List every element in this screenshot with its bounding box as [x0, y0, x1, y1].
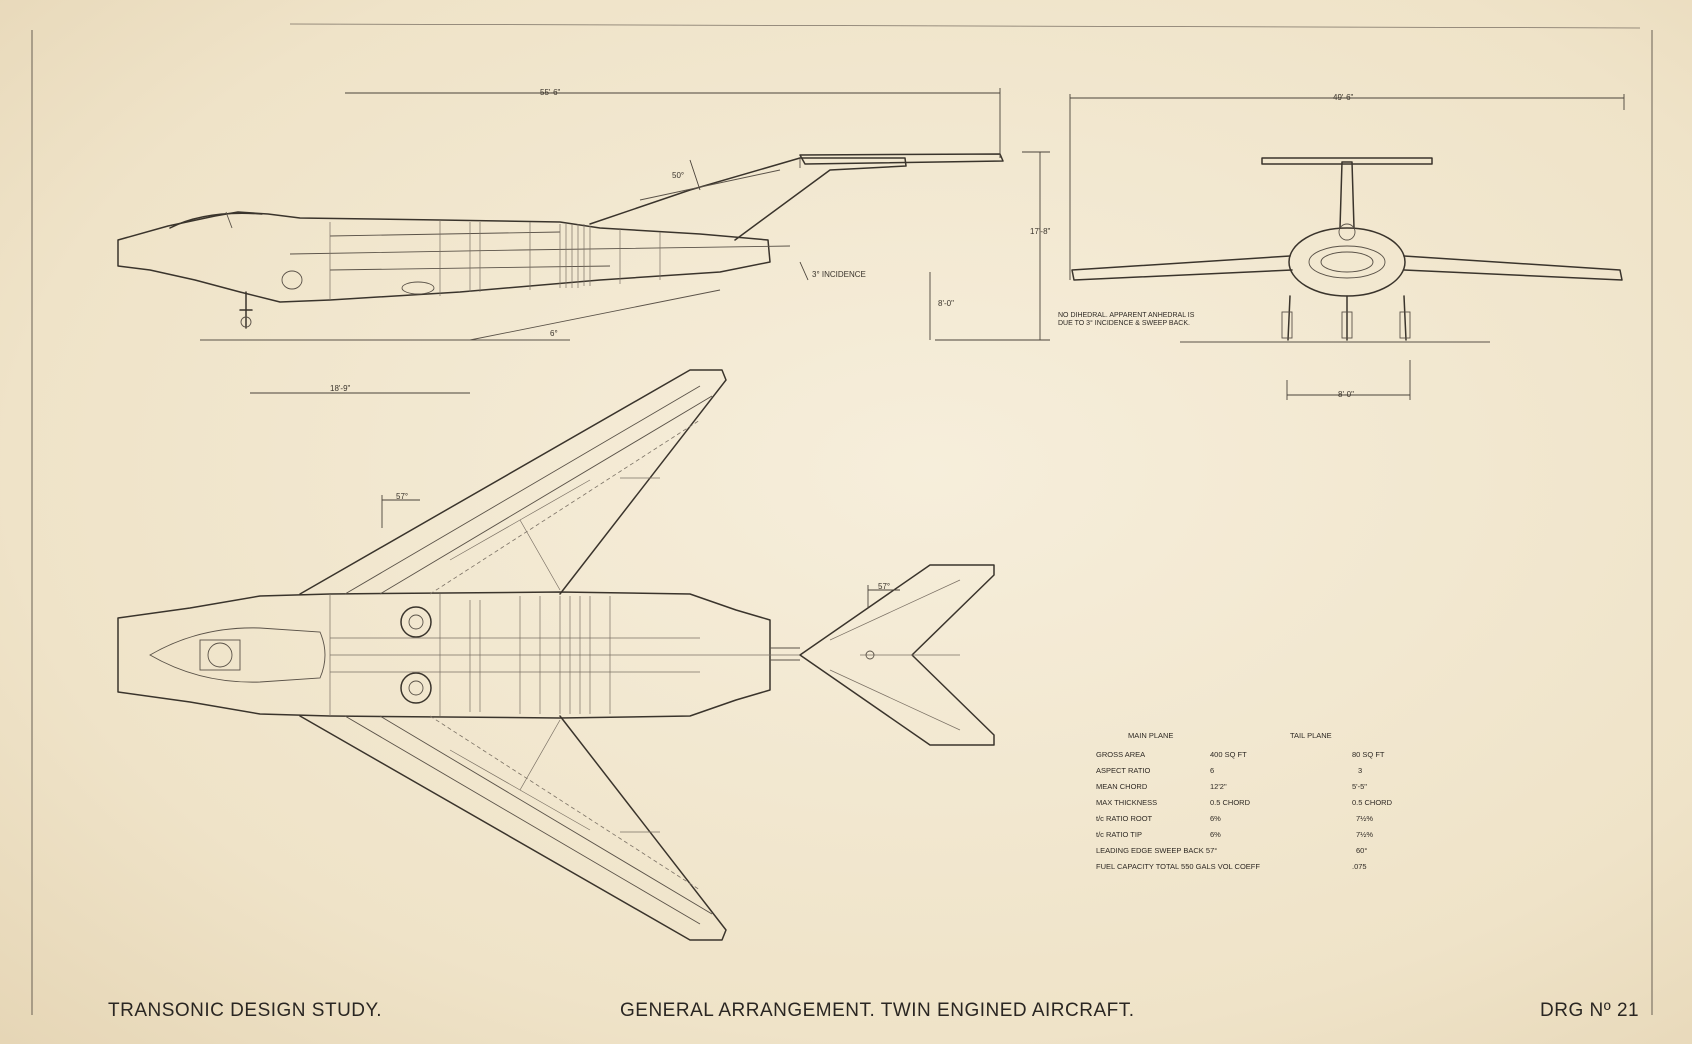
plan-view — [117, 369, 995, 941]
wing-sweep-label: 57° — [396, 492, 408, 501]
wing-root-line — [289, 245, 791, 255]
fuselage-plan — [117, 591, 771, 719]
right-wing-front — [1403, 255, 1623, 281]
row-label: t/c RATIO TIP — [1096, 830, 1142, 839]
span-label: 49'-6" — [1333, 93, 1354, 102]
row-tail: 60° — [1356, 846, 1368, 855]
border-top — [289, 23, 1641, 29]
fin-sweep-label: 50° — [672, 171, 684, 180]
row-main: 6 — [1210, 766, 1215, 775]
title-left: TRANSONIC DESIGN STUDY. — [108, 1000, 383, 1021]
cockpit-plan — [149, 627, 326, 683]
front-view-note-line1: NO DIHEDRAL. APPARENT ANHEDRAL IS — [1058, 312, 1195, 319]
row-main: 6% — [1210, 830, 1221, 839]
row-main: 0.5 CHORD — [1210, 798, 1251, 807]
row-label: ASPECT RATIO — [1096, 766, 1151, 775]
table-header-main: MAIN PLANE — [1128, 731, 1174, 740]
main-gear-front — [1287, 295, 1407, 341]
drawing-number: DRG Nº 21 — [1540, 1000, 1640, 1021]
row-label: GROSS AREA — [1096, 750, 1146, 759]
ground-angle-label: 6° — [550, 329, 558, 338]
ground-height-label: 8'-0" — [938, 299, 954, 308]
overall-length-label: 55'-6" — [540, 88, 561, 97]
tail-height-label: 17'-8" — [1030, 227, 1051, 236]
row-label: FUEL CAPACITY TOTAL 550 GALS VOL COEFF — [1096, 862, 1260, 871]
row-tail: 80 SQ FT — [1352, 750, 1385, 759]
row-label: MAX THICKNESS — [1096, 798, 1158, 807]
row-tail: 3 — [1358, 766, 1363, 775]
track-label: 8'-0" — [1338, 390, 1354, 399]
row-tail: 7½% — [1356, 814, 1374, 823]
tailplane-side — [799, 153, 1004, 165]
front-elevation — [1069, 94, 1625, 400]
fuselage-front — [1288, 227, 1406, 297]
row-label: LEADING EDGE SWEEP BACK 57° — [1096, 846, 1218, 855]
table-header-tail: TAIL PLANE — [1290, 731, 1332, 740]
row-label: t/c RATIO ROOT — [1096, 814, 1153, 823]
right-intake — [400, 672, 432, 704]
upper-wing-plan — [299, 369, 727, 595]
row-main: 6% — [1210, 814, 1221, 823]
row-tail: 7½% — [1356, 830, 1374, 839]
row-tail: .075 — [1352, 862, 1367, 871]
row-main: 12'2" — [1210, 782, 1227, 791]
lower-wing-plan — [299, 715, 727, 941]
row-tail: 0.5 CHORD — [1352, 798, 1393, 807]
nose-gear-side — [239, 291, 253, 329]
fin — [589, 157, 907, 241]
row-tail: 5'-5" — [1352, 782, 1367, 791]
nose-length-label: 18'-9" — [330, 384, 351, 393]
tailplane-front — [1261, 157, 1433, 165]
incidence-label: 3° INCIDENCE — [812, 270, 866, 279]
tail-sweep-label: 57° — [878, 582, 890, 591]
front-view-note: NO DIHEDRAL. APPARENT ANHEDRAL IS DUE TO… — [1058, 312, 1194, 328]
fin-front — [1339, 161, 1355, 229]
fuselage-side — [117, 211, 771, 303]
canopy — [169, 212, 263, 229]
front-view-note-line2: DUE TO 3° INCIDENCE & SWEEP BACK. — [1058, 320, 1190, 328]
row-main: 400 SQ FT — [1210, 750, 1247, 759]
left-wing-front — [1071, 255, 1293, 281]
row-label: MEAN CHORD — [1096, 782, 1148, 791]
side-elevation — [117, 88, 1050, 394]
left-intake — [400, 606, 432, 638]
title-center: GENERAL ARRANGEMENT. TWIN ENGINED AIRCRA… — [620, 1000, 1135, 1021]
